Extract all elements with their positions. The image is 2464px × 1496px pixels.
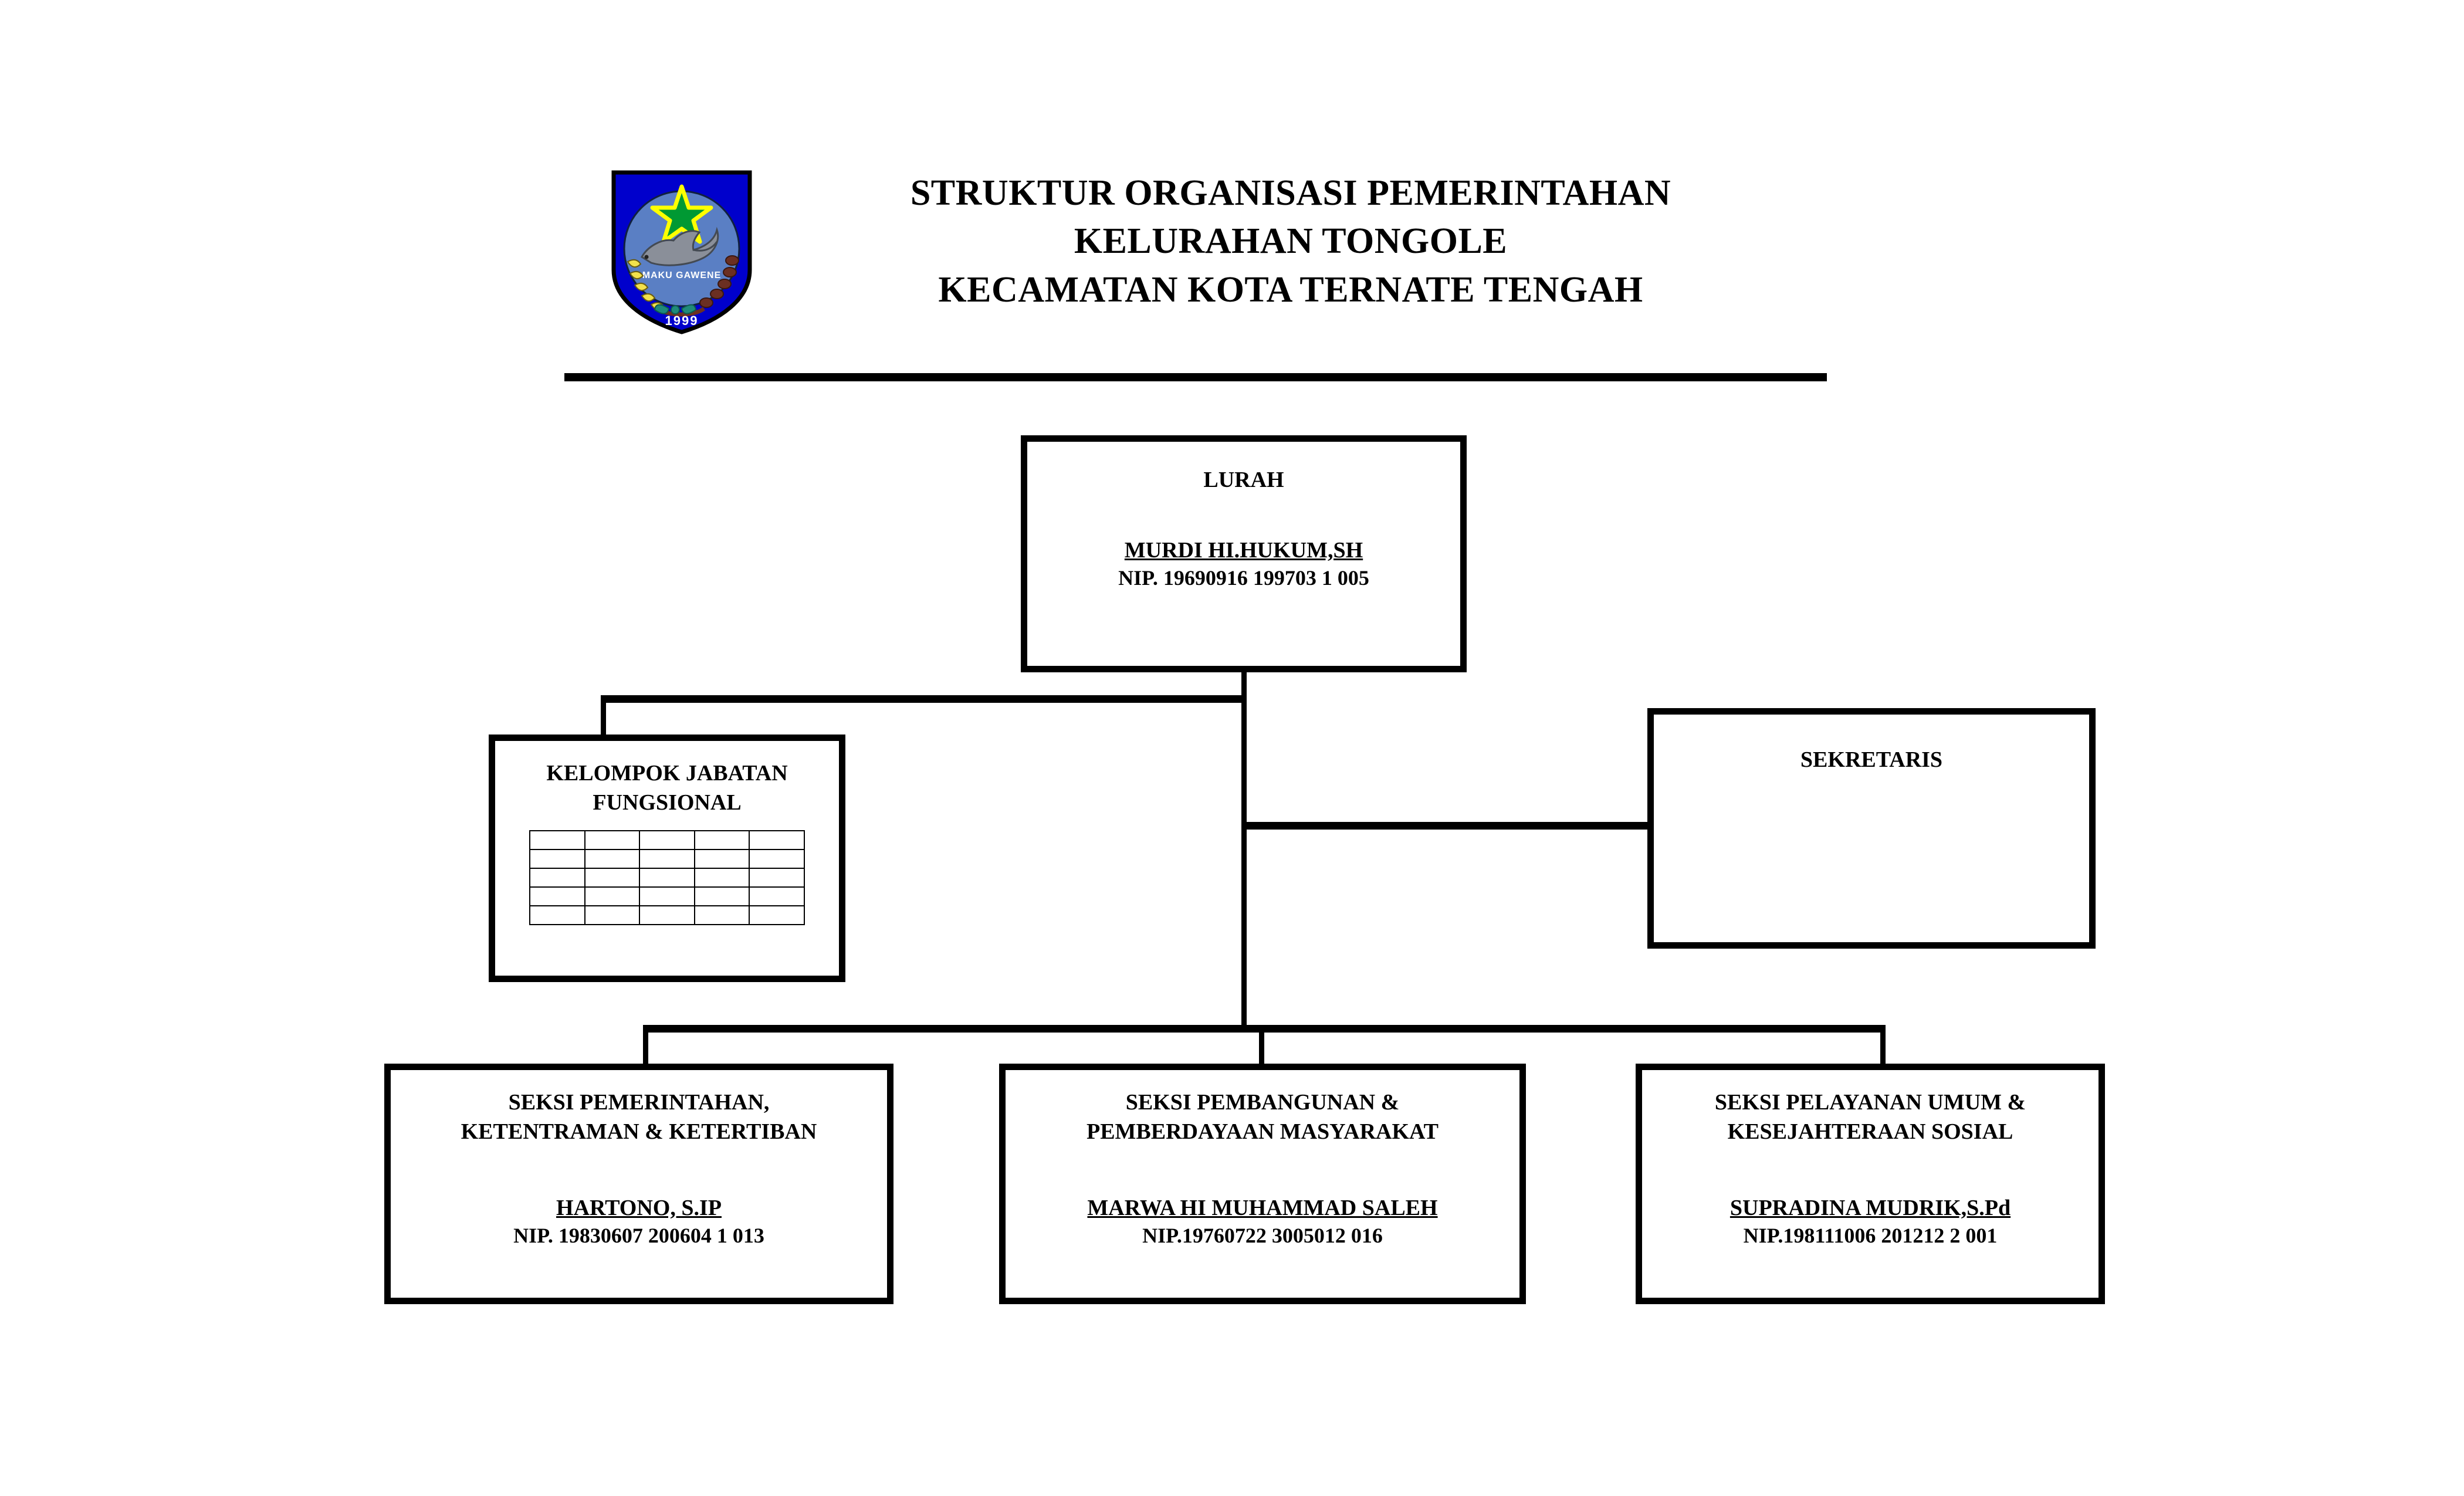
grid-cell bbox=[749, 868, 805, 888]
node-fungsional-title: KELOMPOK JABATAN FUNGSIONAL bbox=[546, 761, 788, 815]
grid-cell bbox=[693, 905, 750, 926]
title-line-2: KELURAHAN TONGOLE bbox=[1074, 221, 1508, 262]
grid-cell bbox=[693, 849, 750, 869]
connector-bar-fungsional bbox=[601, 695, 1243, 703]
grid-cell bbox=[639, 886, 695, 907]
header-block: MAKU GAWENE bbox=[598, 164, 1830, 352]
connector-bar-seksi bbox=[643, 1025, 1886, 1033]
table-row bbox=[529, 868, 805, 888]
node-seksi-pelayanan-person: SUPRADINA MUDRIK,S.Pd bbox=[1729, 1196, 2011, 1221]
connector-drop-seksi-1 bbox=[643, 1025, 648, 1066]
table-row bbox=[529, 886, 805, 907]
node-seksi-pemerintahan[interactable]: SEKSI PEMERINTAHAN, KETENTRAMAN & KETERT… bbox=[384, 1064, 893, 1304]
page-title: STRUKTUR ORGANISASI PEMERINTAHAN KELURAH… bbox=[769, 169, 1813, 314]
grid-cell bbox=[639, 868, 695, 888]
node-seksi-pelayanan-title: SEKSI PELAYANAN UMUM & KESEJAHTERAAN SOS… bbox=[1714, 1090, 2026, 1145]
node-seksi-pembangunan[interactable]: SEKSI PEMBANGUNAN & PEMBERDAYAAN MASYARA… bbox=[999, 1064, 1526, 1304]
node-seksi-pelayanan[interactable]: SEKSI PELAYANAN UMUM & KESEJAHTERAAN SOS… bbox=[1636, 1064, 2105, 1304]
node-seksi-pemerintahan-title: SEKSI PEMERINTAHAN, KETENTRAMAN & KETERT… bbox=[461, 1090, 817, 1145]
grid-cell bbox=[749, 905, 805, 926]
node-sekretaris-title: SEKRETARIS bbox=[1800, 747, 1943, 772]
title-line-1: STRUKTUR ORGANISASI PEMERINTAHAN bbox=[910, 173, 1671, 213]
node-seksi-pemerintahan-person: HARTONO, S.IP bbox=[556, 1196, 722, 1221]
connector-drop-seksi-3 bbox=[1880, 1025, 1886, 1066]
table-row bbox=[529, 905, 805, 926]
grid-cell bbox=[584, 868, 641, 888]
grid-cell bbox=[693, 886, 750, 907]
connector-drop-seksi-2 bbox=[1259, 1025, 1264, 1066]
node-kelompok-jabatan-fungsional[interactable]: KELOMPOK JABATAN FUNGSIONAL bbox=[489, 735, 845, 982]
grid-cell bbox=[749, 849, 805, 869]
node-lurah-nip: NIP. 19690916 199703 1 005 bbox=[1118, 566, 1369, 590]
node-lurah[interactable]: LURAH MURDI HI.HUKUM,SH NIP. 19690916 19… bbox=[1021, 435, 1467, 672]
grid-cell bbox=[584, 849, 641, 869]
grid-cell bbox=[529, 886, 585, 907]
node-lurah-person: MURDI HI.HUKUM,SH bbox=[1124, 538, 1363, 563]
grid-cell bbox=[749, 830, 805, 851]
grid-cell bbox=[529, 905, 585, 926]
table-row bbox=[529, 830, 805, 851]
kelurahan-emblem-icon: MAKU GAWENE bbox=[605, 169, 758, 334]
grid-cell bbox=[639, 905, 695, 926]
grid-cell bbox=[584, 886, 641, 907]
grid-cell bbox=[693, 868, 750, 888]
node-seksi-pelayanan-nip: NIP.198111006 201212 2 001 bbox=[1743, 1223, 1998, 1247]
title-underline-divider bbox=[564, 373, 1827, 381]
node-sekretaris[interactable]: SEKRETARIS bbox=[1647, 708, 2096, 949]
node-seksi-pembangunan-title: SEKSI PEMBANGUNAN & PEMBERDAYAAN MASYARA… bbox=[1087, 1090, 1439, 1145]
node-lurah-title: LURAH bbox=[1203, 468, 1284, 492]
grid-cell bbox=[639, 849, 695, 869]
title-line-3: KECAMATAN KOTA TERNATE TENGAH bbox=[938, 269, 1643, 310]
grid-cell bbox=[529, 849, 585, 869]
svg-text:MAKU GAWENE: MAKU GAWENE bbox=[642, 270, 722, 280]
connector-lurah-trunk bbox=[1241, 672, 1247, 1033]
node-seksi-pembangunan-nip: NIP.19760722 3005012 016 bbox=[1142, 1223, 1383, 1247]
node-seksi-pembangunan-person: MARWA HI MUHAMMAD SALEH bbox=[1087, 1196, 1438, 1221]
grid-cell bbox=[529, 830, 585, 851]
node-seksi-pemerintahan-nip: NIP. 19830607 200604 1 013 bbox=[513, 1223, 764, 1247]
svg-text:1999: 1999 bbox=[665, 313, 699, 328]
connector-drop-fungsional bbox=[601, 695, 606, 737]
grid-cell bbox=[639, 830, 695, 851]
grid-cell bbox=[584, 905, 641, 926]
grid-cell bbox=[529, 868, 585, 888]
grid-cell bbox=[584, 830, 641, 851]
grid-cell bbox=[693, 830, 750, 851]
table-row bbox=[529, 849, 805, 869]
fungsional-grid-table bbox=[529, 830, 805, 926]
grid-cell bbox=[749, 886, 805, 907]
connector-bar-sekretaris bbox=[1241, 822, 1649, 830]
